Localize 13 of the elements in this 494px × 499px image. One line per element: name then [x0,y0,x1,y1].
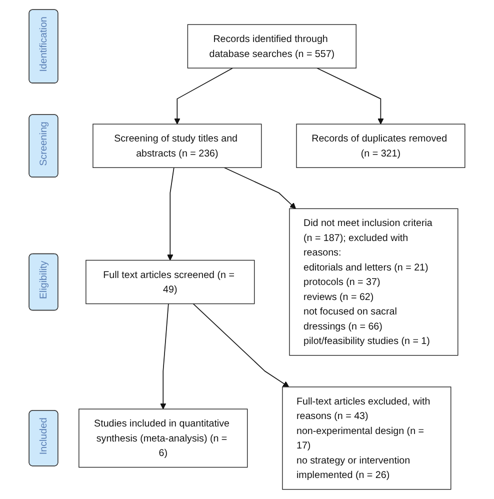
arrow [174,68,234,124]
node-box: Studies included in quantitative synthesis (meta-analysis) (n = 6) [78,408,248,468]
arrow [316,68,384,124]
arrow [192,303,290,388]
node-box: Records of duplicates removed (n = 321) [296,124,466,168]
node-box: Screening of study titles and abstracts (n = 236) [92,124,262,168]
node-box: Records identified through database searches (n = 557) [187,24,356,68]
arrow [224,167,296,209]
node-box: Full-text articles excluded, with reasons (n = 43) non-experimental design (n = 17) no strategy or intervention implemented (n = 26) [282,386,452,490]
node-box: Did not meet inclusion criteria (n = 187); excluded with reasons: editorials and letters (n = 21) protocols (n = 37) reviews (n = 62) not focused on sacral dressings (n = 66) pilot/feasibility studies (n = 1) [289,208,458,356]
arrow [167,167,174,261]
node-box: Full text articles screened (n = 49) [86,260,255,304]
arrow [160,303,169,410]
